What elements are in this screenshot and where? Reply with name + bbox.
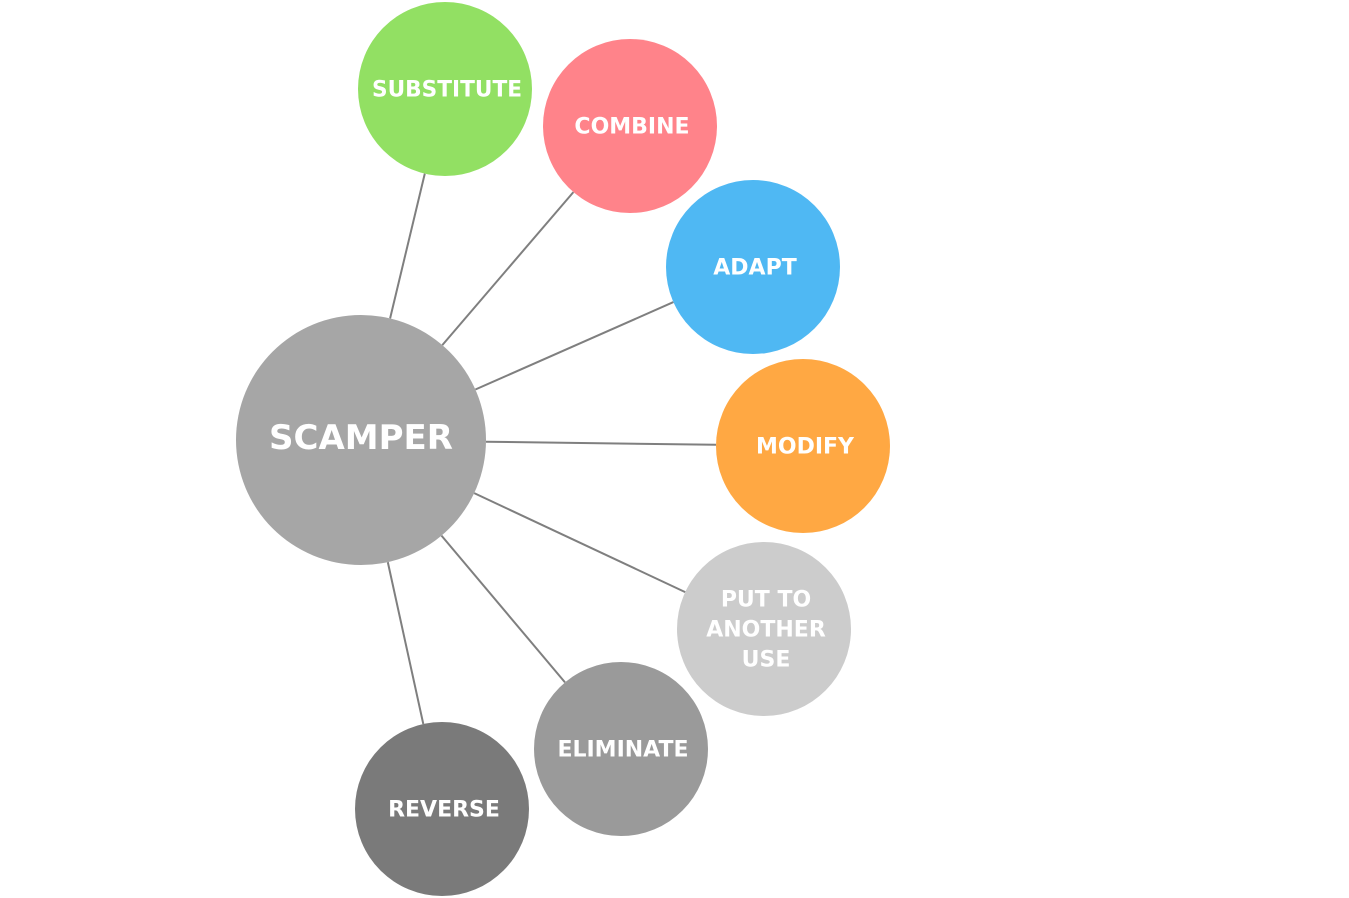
satellite-nodes: SUBSTITUTE COMBINE ADAPT MODIFY PUT TO ANOTHE…	[355, 2, 890, 896]
substitute-circle	[358, 2, 532, 176]
modify-circle	[716, 359, 890, 533]
node-eliminate: ELIMINATE	[534, 662, 708, 836]
connector-modify	[485, 440, 717, 446]
substitute-label: SUBSTITUTE	[372, 78, 522, 103]
node-adapt: ADAPT	[666, 180, 840, 354]
modify-label: MODIFY	[756, 435, 855, 460]
center-circle	[236, 315, 486, 565]
connector-combine	[441, 191, 575, 346]
reverse-label: REVERSE	[388, 798, 500, 823]
node-substitute: SUBSTITUTE	[358, 2, 532, 176]
put-to-another-use-circle	[677, 542, 851, 716]
adapt-circle	[666, 180, 840, 354]
eliminate-label: ELIMINATE	[557, 738, 688, 763]
center-node: SCAMPER	[236, 315, 486, 565]
put-to-another-use-label-line-1: PUT TO	[721, 588, 811, 613]
put-to-another-use-label-line-3: USE	[742, 648, 791, 673]
connectors	[386, 173, 717, 725]
adapt-label: ADAPT	[713, 256, 796, 281]
node-reverse: REVERSE	[355, 722, 529, 896]
combine-label: COMBINE	[574, 115, 689, 140]
eliminate-circle	[534, 662, 708, 836]
put-to-another-use-label-line-2: ANOTHER	[706, 618, 826, 643]
connector-eliminate	[440, 534, 566, 684]
connector-put-to-another-use	[473, 492, 686, 594]
center-label: SCAMPER	[269, 418, 453, 458]
node-modify: MODIFY	[716, 359, 890, 533]
connector-substitute	[389, 173, 426, 319]
node-put-to-another-use: PUT TO ANOTHER USE	[677, 542, 851, 716]
node-combine: COMBINE	[543, 39, 717, 213]
combine-circle	[543, 39, 717, 213]
reverse-circle	[355, 722, 529, 896]
connector-adapt	[474, 301, 674, 391]
connector-reverse	[386, 561, 425, 725]
